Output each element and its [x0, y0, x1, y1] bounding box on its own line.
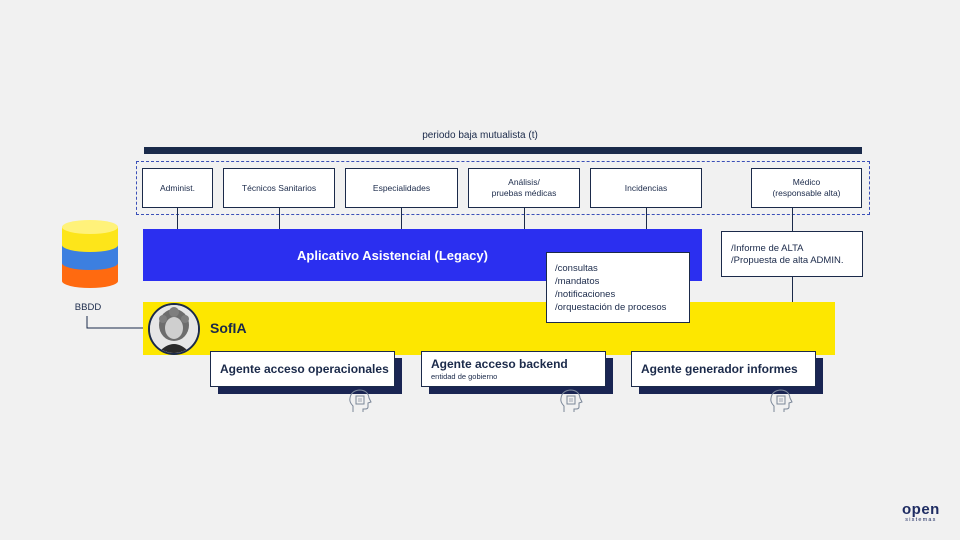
connector-medico [792, 208, 793, 231]
agent-title: Agente generador informes [641, 362, 798, 376]
operation-item: /consultas [555, 263, 598, 274]
informe-line: /Propuesta de alta ADMIN. [731, 254, 844, 266]
role-especialidades: Especialidades [345, 168, 458, 208]
connector-tecnicos [279, 208, 280, 229]
role-incidencias: Incidencias [590, 168, 702, 208]
ai-head-icon [770, 389, 793, 412]
aplicativo-label: Aplicativo Asistencial (Legacy) [297, 247, 488, 263]
role-medico: Médico (responsable alta) [751, 168, 862, 208]
operations-box: /consultas /mandatos /notificaciones /or… [546, 252, 690, 323]
role-tecnicos-sanitarios: Técnicos Sanitarios [223, 168, 335, 208]
agent-informes-card: Agente generador informes [631, 351, 816, 387]
period-label: periodo baja mutualista (t) [422, 130, 538, 141]
operation-item: /notificaciones [555, 289, 616, 300]
connector-informe-sofia [792, 277, 793, 302]
operation-item: /mandatos [555, 276, 600, 287]
ai-head-icon [349, 389, 372, 412]
connector-analisis [524, 208, 525, 229]
informe-alta-box: /Informe de ALTA /Propuesta de alta ADMI… [721, 231, 863, 277]
agent-title: Agente acceso backend [431, 357, 568, 371]
operation-item: /orquestación de procesos [555, 302, 667, 313]
database-connector [86, 316, 144, 329]
role-administ: Administ. [142, 168, 213, 208]
agent-operacionales-card: Agente acceso operacionales [210, 351, 395, 387]
agent-subtitle: entidad de gobierno [431, 372, 498, 381]
sofia-avatar [148, 303, 200, 355]
agent-backend-card: Agente acceso backend entidad de gobiern… [421, 351, 606, 387]
sofia-label: SofIA [210, 320, 247, 336]
sofia-portrait [150, 305, 198, 353]
ai-head-icon [560, 389, 583, 412]
connector-incidencias [646, 208, 647, 229]
agent-title: Agente acceso operacionales [220, 362, 389, 376]
logo-main-text: open [902, 501, 940, 518]
open-sistemas-logo: open sistemas [902, 502, 940, 524]
database-icon [62, 220, 118, 288]
connector-especialidades [401, 208, 402, 229]
connector-administ [177, 208, 178, 229]
roles-group-frame [136, 161, 870, 215]
period-bar [144, 147, 862, 154]
sofia-bar [143, 302, 835, 355]
database-label: BBDD [74, 302, 102, 313]
informe-line: /Informe de ALTA [731, 243, 804, 254]
logo-sub-text: sistemas [905, 517, 937, 523]
role-analisis-pruebas: Análisis/ pruebas médicas [468, 168, 580, 208]
